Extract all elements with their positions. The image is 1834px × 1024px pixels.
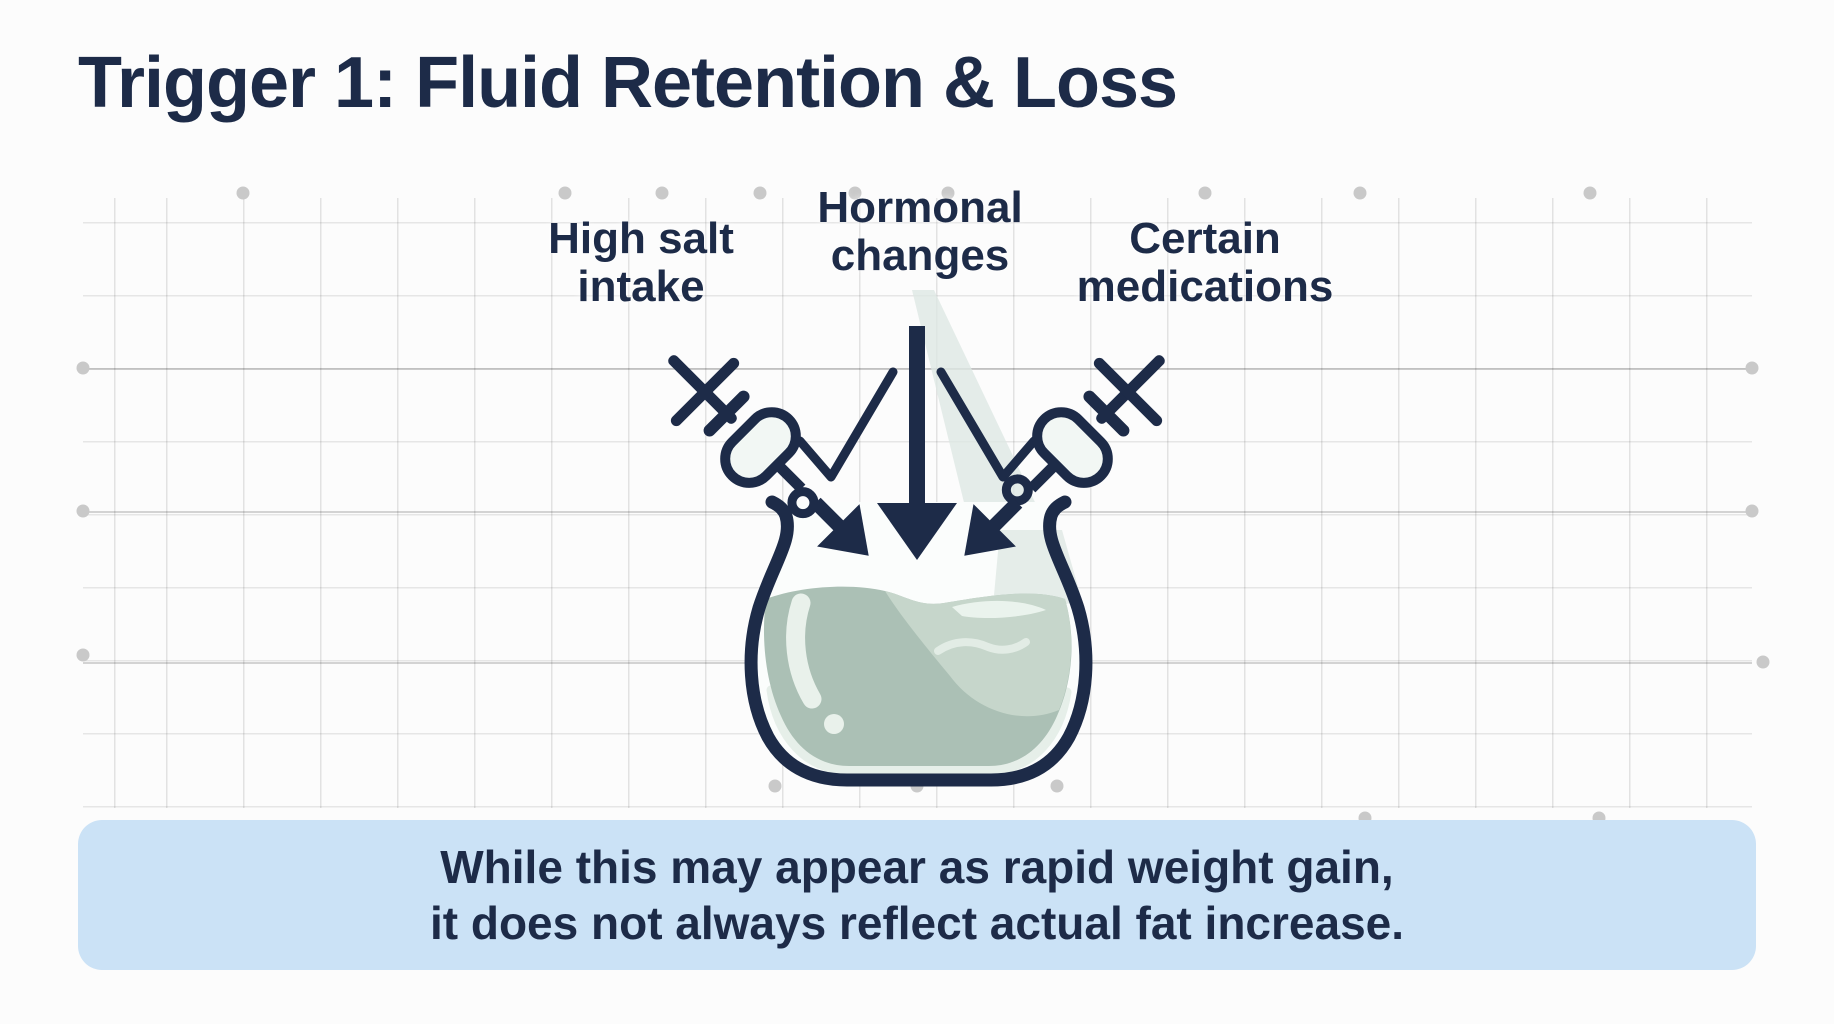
grid-dot xyxy=(1745,361,1759,375)
grid-dot xyxy=(848,186,862,200)
glass-highlight-streak xyxy=(786,593,822,709)
flask-icon xyxy=(744,495,1093,787)
grid-dot xyxy=(76,648,90,662)
grid-dot xyxy=(76,361,90,375)
label-line: Hormonal xyxy=(817,183,1023,232)
down-arrow-icon xyxy=(877,326,957,560)
label-line: High salt xyxy=(548,214,734,263)
label-hormonal-changes: Hormonal changes xyxy=(817,184,1022,280)
liquid-light-wash xyxy=(885,591,1072,717)
grid-dot xyxy=(236,186,250,200)
label-certain-medications: Certain medications xyxy=(1077,215,1334,311)
grid-dot xyxy=(558,186,572,200)
note-box: While this may appear as rapid weight ga… xyxy=(78,820,1756,970)
page-title: Trigger 1: Fluid Retention & Loss xyxy=(78,43,1178,123)
surface-highlight xyxy=(952,600,1046,618)
grid-dot xyxy=(1583,186,1597,200)
grid-dot xyxy=(655,186,669,200)
grid-dot xyxy=(1745,504,1759,518)
syringe-arrow-icon xyxy=(668,355,869,556)
grid-dot xyxy=(1353,186,1367,200)
grid-dot xyxy=(941,186,955,200)
label-line: changes xyxy=(830,231,1010,280)
grid-dot xyxy=(1756,655,1770,669)
wave-squiggle xyxy=(934,638,1030,655)
label-line: medications xyxy=(1076,262,1334,311)
note-line-2: it does not always reflect actual fat in… xyxy=(429,897,1405,949)
label-line: intake xyxy=(577,262,705,311)
label-line: Certain xyxy=(1129,214,1281,263)
glass-inner-band xyxy=(766,685,1072,775)
bubble xyxy=(824,714,844,734)
note-line-1: While this may appear as rapid weight ga… xyxy=(440,841,1394,893)
splash-line-right xyxy=(936,367,1039,482)
splash-line-left xyxy=(795,367,898,482)
label-high-salt-intake: High salt intake xyxy=(548,215,734,311)
grid-dot xyxy=(1050,779,1064,793)
syringe-arrow-icon xyxy=(964,355,1165,556)
grid-dot xyxy=(768,779,782,793)
grid-dot xyxy=(76,504,90,518)
grid-dot xyxy=(1198,186,1212,200)
grid-dot xyxy=(753,186,767,200)
